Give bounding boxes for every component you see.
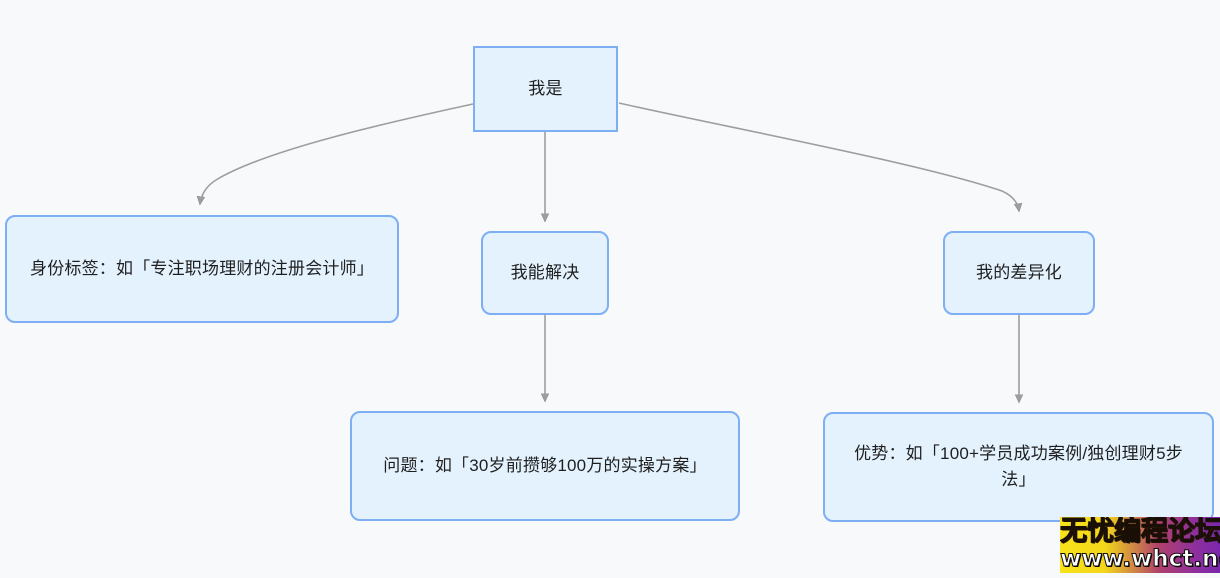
node-problem-text: 问题：如「30岁前攒够100万的实操方案」 — [383, 455, 707, 475]
node-identity-label[interactable]: 身份标签：如「专注职场理财的注册会计师」 — [5, 215, 399, 323]
node-root-label: 我是 — [528, 78, 563, 98]
node-advantage-text: 优势：如「100+学员成功案例/独创理财5步法」 — [854, 443, 1183, 489]
node-problem[interactable]: 问题：如「30岁前攒够100万的实操方案」 — [350, 411, 740, 521]
watermark-title: 无忧编程论坛 — [1060, 517, 1220, 547]
watermark-url: www.whct.net — [1060, 546, 1220, 572]
node-difference[interactable]: 我的差异化 — [943, 231, 1095, 315]
node-identity-text: 身份标签：如「专注职场理财的注册会计师」 — [30, 258, 374, 278]
node-advantage[interactable]: 优势：如「100+学员成功案例/独创理财5步法」 — [823, 412, 1214, 522]
watermark: 无忧编程论坛 www.whct.net — [1060, 517, 1220, 573]
node-solve-text: 我能解决 — [510, 262, 580, 282]
node-difference-text: 我的差异化 — [976, 262, 1062, 282]
edge-root-to-identity — [200, 103, 474, 204]
edge-root-to-difference — [618, 102, 1019, 211]
node-root[interactable]: 我是 — [473, 46, 618, 132]
node-solve[interactable]: 我能解决 — [481, 231, 609, 315]
